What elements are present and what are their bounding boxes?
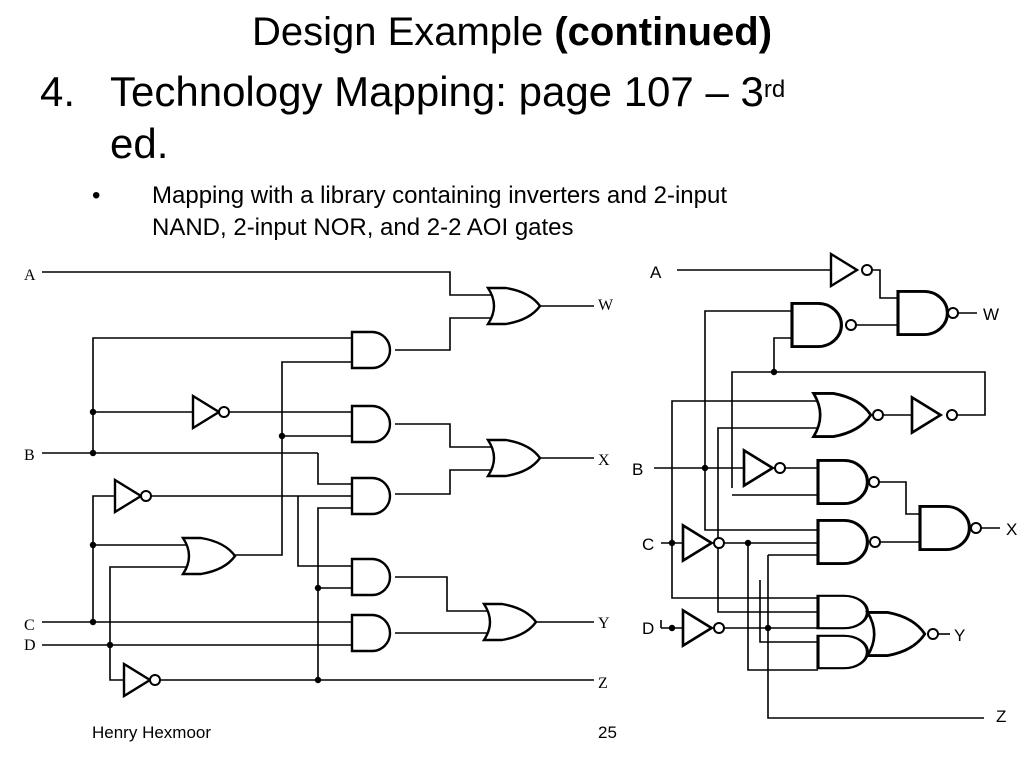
slide-title-bold: (continued): [554, 10, 773, 54]
left-and-gate-2: [350, 404, 392, 444]
heading-superscript: rd: [763, 76, 786, 103]
right-aoi-gate: [816, 594, 939, 670]
left-or-gate-x: [486, 438, 542, 478]
bullet-item: • Mapping with a library containing inve…: [92, 180, 892, 244]
step-number: 4.: [40, 68, 76, 115]
right-inverter-nor: [910, 396, 958, 434]
right-wires: [654, 269, 1000, 719]
footer-page-number: 25: [598, 723, 617, 742]
left-circuit: A B C D W X Y Z: [24, 267, 614, 698]
right-output-y-label: Y: [954, 626, 965, 645]
left-and-gate-1: [350, 330, 392, 370]
left-output-y-label: Y: [598, 615, 610, 632]
right-nor-gate: [812, 391, 884, 439]
left-and-gate-3: [350, 476, 392, 516]
right-nand-gate-2: [816, 458, 880, 506]
right-gates: [681, 252, 982, 670]
right-nand-gate-w: [896, 289, 959, 337]
right-inverter-c: [681, 524, 725, 562]
right-nand-gate-1: [790, 301, 857, 349]
left-gates: [113, 286, 542, 698]
left-inverter-d: [122, 662, 161, 698]
left-output-z-label: Z: [598, 675, 608, 692]
right-circuit: A B C D W X Y Z: [632, 252, 1017, 726]
right-input-d-label: D: [642, 619, 654, 638]
right-junctions: [668, 368, 778, 632]
left-junctions: [89, 408, 322, 684]
heading-text: Technology Mapping: page 107 – 3: [110, 68, 764, 115]
right-input-c-label: C: [642, 535, 654, 554]
right-output-z-label: Z: [996, 707, 1006, 726]
right-output-w-label: W: [983, 305, 999, 324]
left-and-gate-4: [350, 557, 392, 597]
slide-title: Design Example (continued): [0, 8, 1024, 56]
footer-author: Henry Hexmoor: [92, 723, 212, 742]
heading-line2: ed.: [110, 120, 169, 167]
step-heading: 4. Technology Mapping: page 107 – 3rd ed.: [40, 66, 785, 170]
left-or-gate-3: [181, 536, 237, 576]
left-inverter-b: [191, 394, 230, 430]
right-nand-gate-3: [816, 518, 881, 566]
left-and-gate-5: [350, 613, 392, 653]
right-inverter-b: [742, 449, 786, 487]
right-input-a-label: A: [650, 263, 662, 282]
left-input-c-label: C: [24, 617, 35, 634]
left-output-x-label: X: [598, 452, 610, 469]
left-input-b-label: B: [24, 447, 35, 464]
bullet-symbol: •: [92, 182, 101, 209]
bullet-line1: Mapping with a library containing invert…: [152, 182, 727, 209]
left-wires: [42, 271, 594, 681]
right-inverter-a: [829, 252, 873, 288]
left-output-w-label: W: [598, 297, 614, 314]
right-inverter-d: [681, 609, 725, 647]
left-or-gate-w: [486, 286, 542, 326]
left-input-a-label: A: [24, 267, 36, 284]
right-input-b-label: B: [632, 460, 643, 479]
right-output-x-label: X: [1006, 520, 1017, 539]
slide-title-regular: Design Example: [251, 10, 555, 54]
right-nand-gate-x: [918, 504, 982, 552]
left-inverter-c: [113, 478, 152, 514]
left-or-gate-y: [482, 602, 538, 642]
left-input-d-label: D: [24, 637, 36, 654]
bullet-line2: NAND, 2-input NOR, and 2-2 AOI gates: [152, 214, 574, 241]
